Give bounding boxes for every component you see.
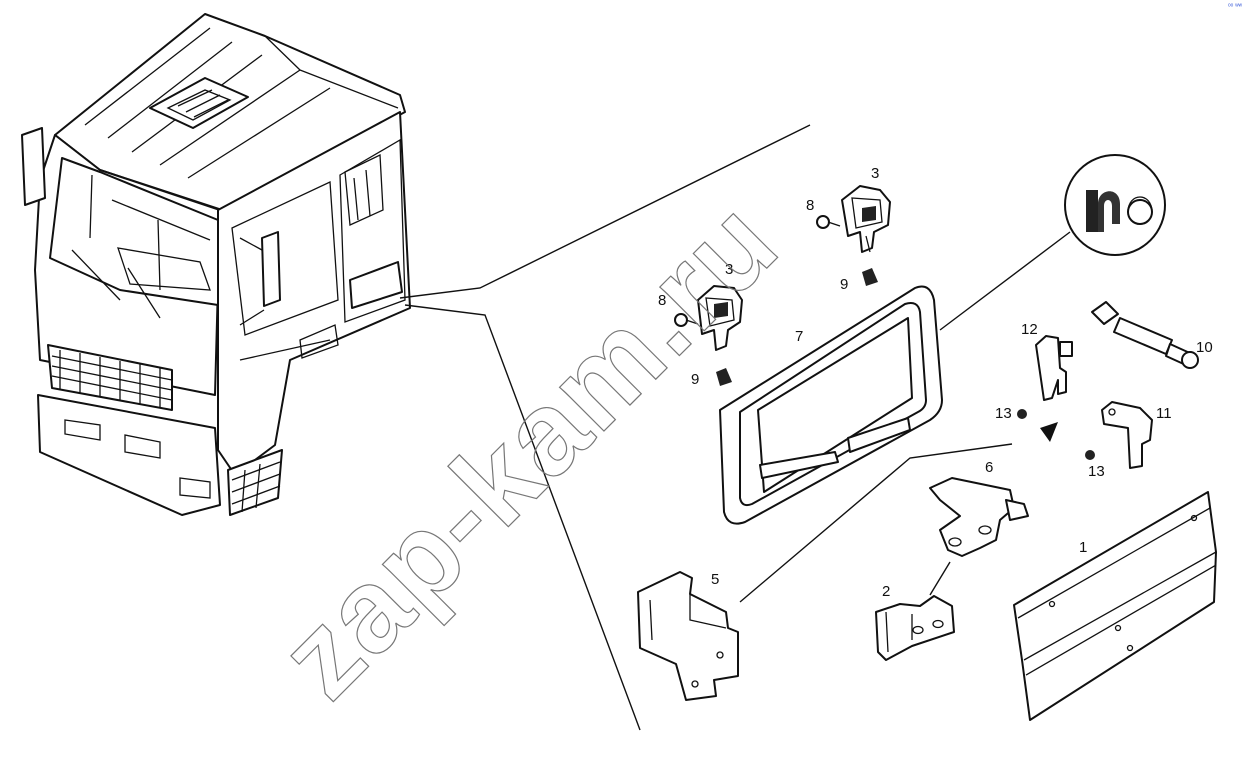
callout-12: 12 xyxy=(1021,321,1038,338)
callout-5: 5 xyxy=(711,571,719,588)
callout-3-lower: 3 xyxy=(725,261,733,278)
part-12-bracket xyxy=(1035,335,1073,401)
part-8-screw-upper xyxy=(816,215,841,229)
callout-7: 7 xyxy=(795,328,803,345)
part-8-screw-lower xyxy=(674,313,699,327)
callout-13-lower: 13 xyxy=(1088,463,1105,480)
part-3-lock-lower xyxy=(697,285,743,351)
callout-8-lower: 8 xyxy=(658,292,666,309)
zoom-line-top xyxy=(399,124,811,299)
leader-5 xyxy=(739,443,1013,603)
part-7-seal-frame xyxy=(719,285,943,525)
part-13-nut-upper xyxy=(1017,409,1027,419)
zoom-line-bottom xyxy=(404,304,641,731)
callout-9-upper: 9 xyxy=(840,276,848,293)
callout-2: 2 xyxy=(882,583,890,600)
part-9-clip-upper xyxy=(862,268,878,286)
callout-10: 10 xyxy=(1196,339,1213,356)
corner-mark: ᵒᵒ ʷʷ xyxy=(1228,3,1242,10)
callout-13-upper: 13 xyxy=(995,405,1012,422)
part-10-gas-strut xyxy=(1091,301,1199,369)
truck-cab xyxy=(21,13,411,516)
callout-1: 1 xyxy=(1079,539,1087,556)
part-9-clip-lower xyxy=(716,368,732,386)
part-5-bracket xyxy=(637,571,739,701)
callout-8-upper: 8 xyxy=(806,197,814,214)
callout-3-upper: 3 xyxy=(871,165,879,182)
callout-labels: 1 2 3 3 5 6 7 8 8 9 9 10 11 12 13 13 xyxy=(658,165,1213,600)
leader-2-6 xyxy=(929,561,951,596)
callout-9-lower: 9 xyxy=(691,371,699,388)
arrow-marker xyxy=(1040,422,1058,442)
detail-leader xyxy=(939,231,1071,331)
part-13-nut-lower xyxy=(1085,450,1095,460)
callout-6: 6 xyxy=(985,459,993,476)
callout-11: 11 xyxy=(1156,405,1172,422)
part-2-hinge-plate xyxy=(875,595,955,661)
part-6-hinge xyxy=(929,477,1029,557)
part-3-lock-upper xyxy=(841,185,891,253)
part-11-bracket xyxy=(1101,401,1153,469)
seal-section-detail xyxy=(1064,154,1166,256)
part-1-door-panel xyxy=(1013,491,1217,721)
